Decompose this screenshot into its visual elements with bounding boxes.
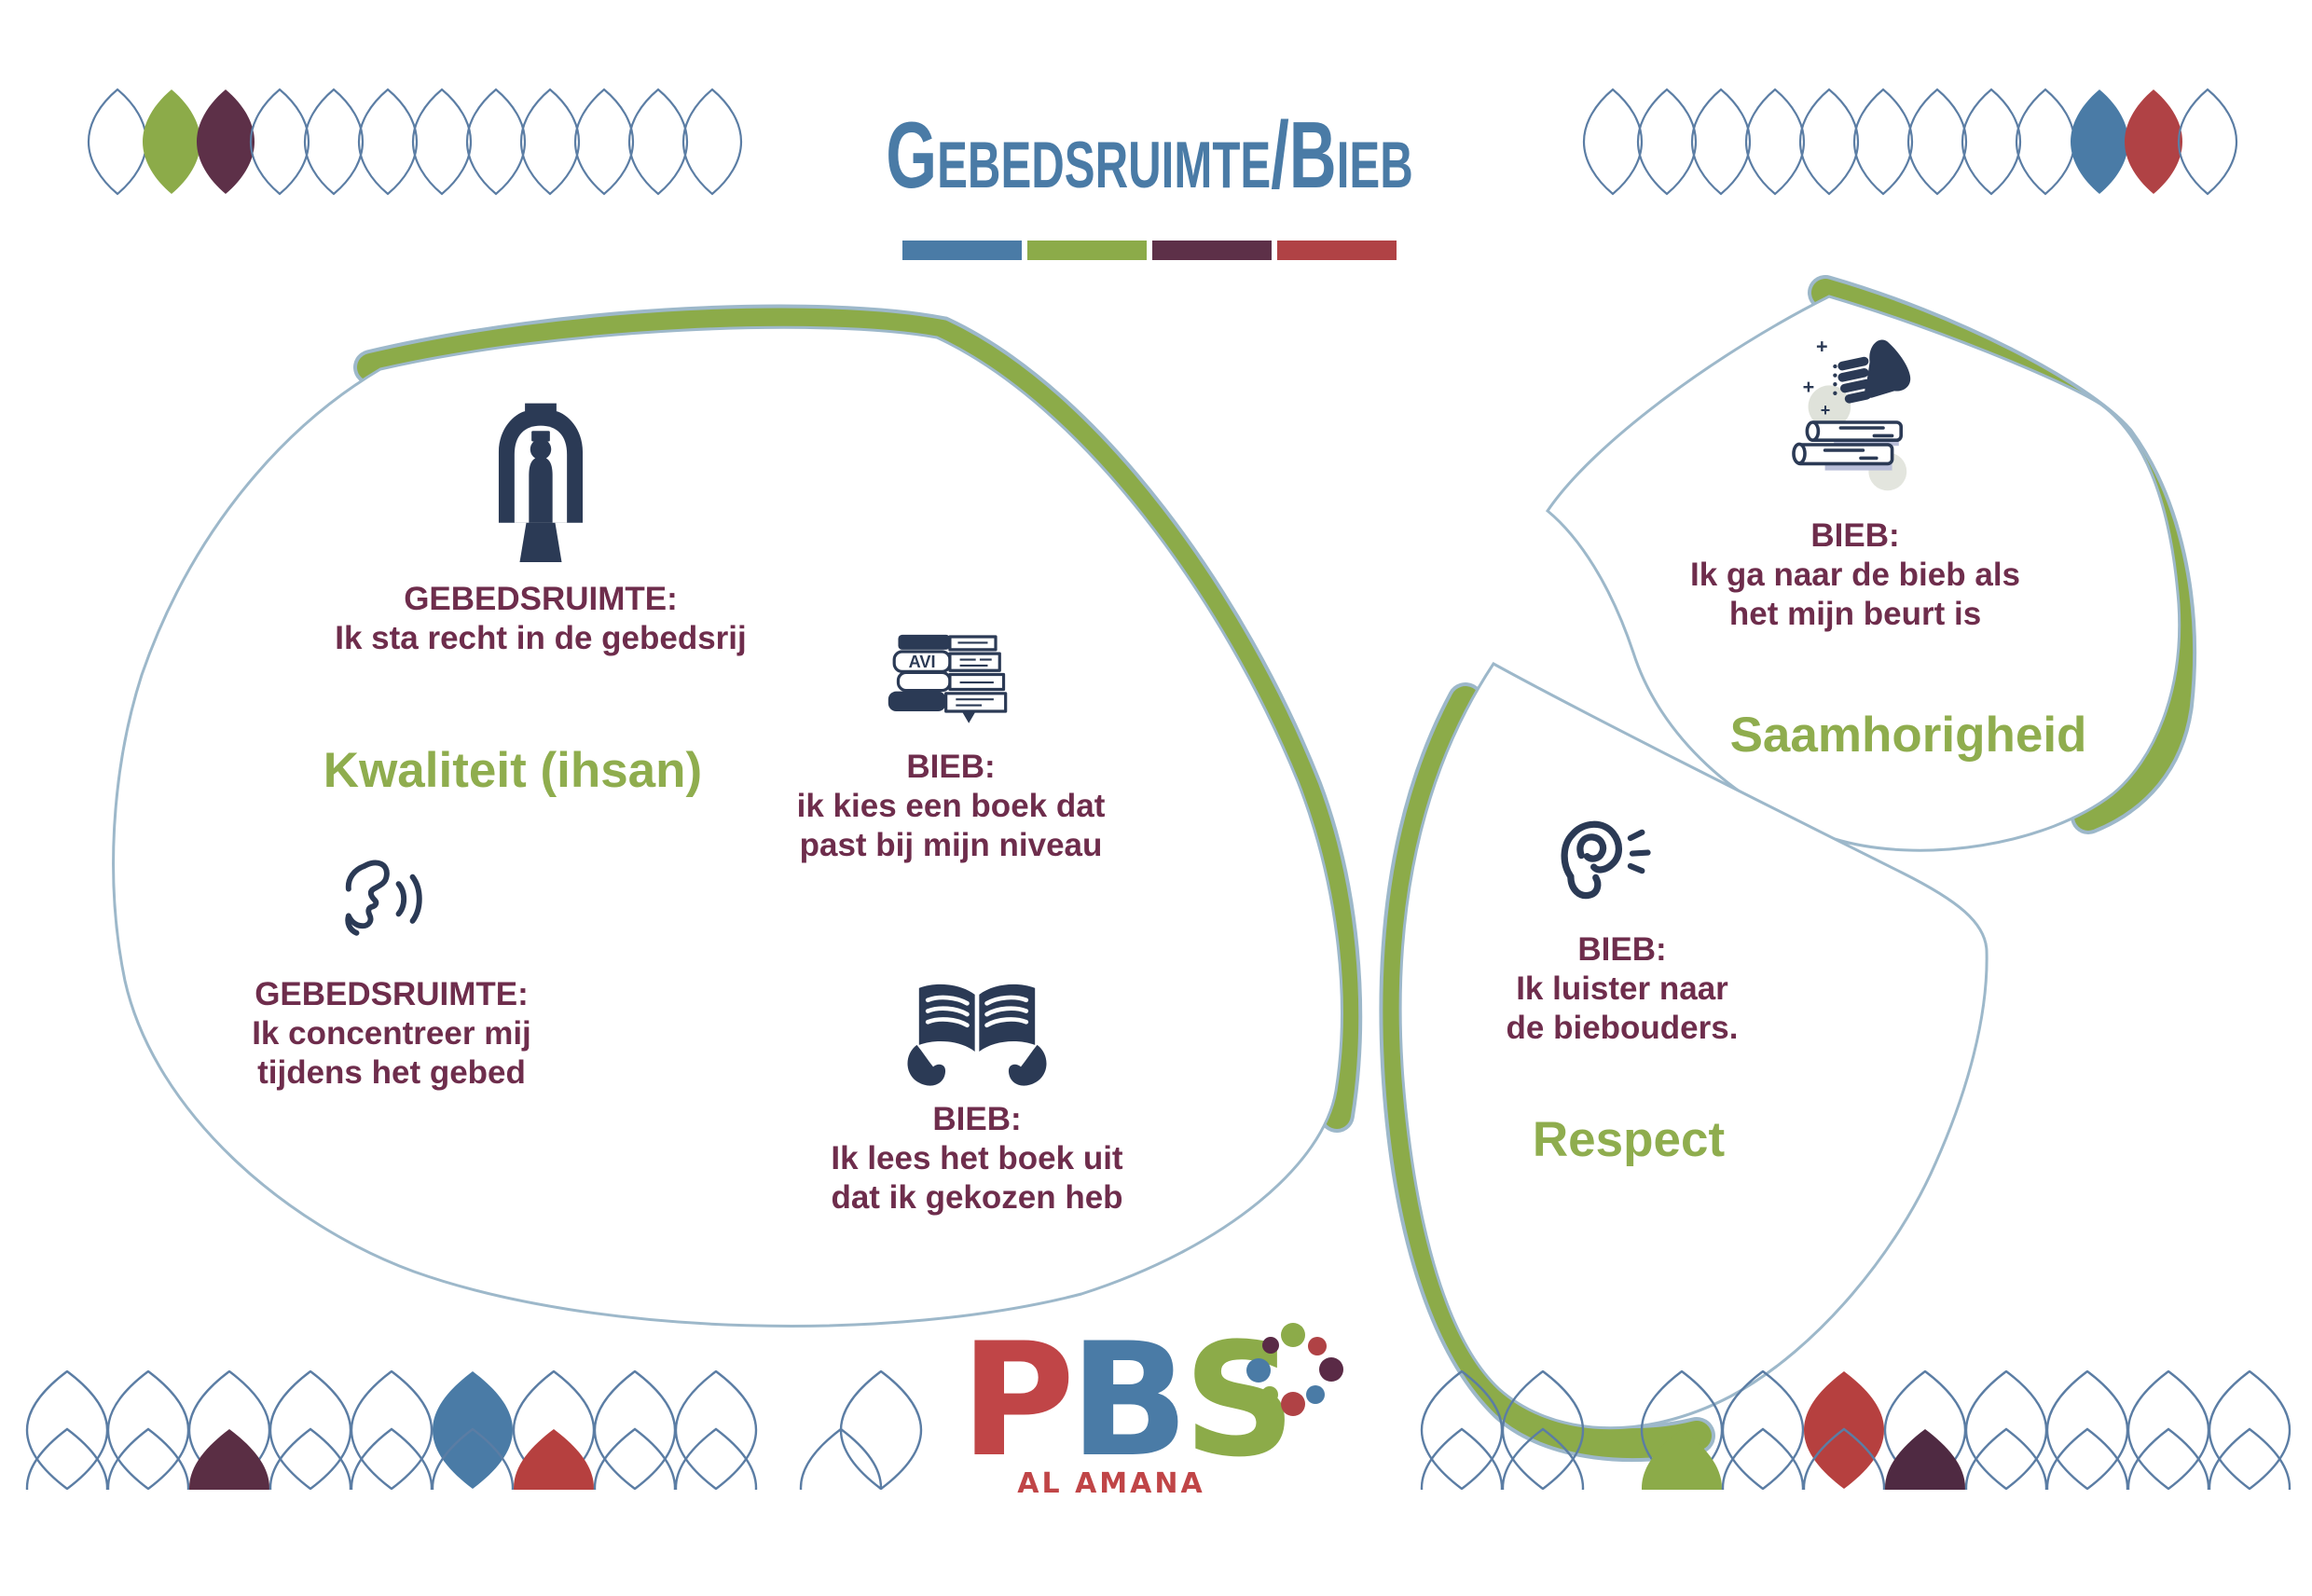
saamhorigheid-blob-outline xyxy=(1545,295,2181,852)
item-line: Ik ga naar de bieb als xyxy=(1689,557,2021,593)
value-label-respect: Respect xyxy=(1532,1112,1726,1167)
pbs-logo-subtitle: AL AMANA xyxy=(1017,1467,1205,1500)
title-underline-bars xyxy=(902,241,1406,260)
item-line: Ik concentreer mij xyxy=(252,1015,531,1052)
avi-books-icon: AVI xyxy=(888,634,1008,723)
item-line: tijdens het gebed xyxy=(257,1054,526,1091)
kwaliteit-band xyxy=(357,308,1359,1129)
item-heading: GEBEDSRUIMTE: xyxy=(255,976,529,1012)
top-left-diamond-chain xyxy=(87,88,743,196)
underline-bar-red xyxy=(1277,241,1397,260)
top-right-diamond-chain xyxy=(1582,88,2238,196)
open-book-hands-icon xyxy=(907,984,1047,1086)
item-line: past bij mijn niveau xyxy=(799,827,1103,863)
svg-text:+: + xyxy=(1821,401,1831,420)
page-title: Gebedsruimte/Bieb xyxy=(886,103,1413,209)
avi-spine-label: AVI xyxy=(909,653,936,671)
rule-bieb-luisteren: BIEB: Ik luister naar de biebouders. xyxy=(1361,813,1883,1048)
thumbs-up-books-icon: + + + xyxy=(1792,335,1911,491)
prayer-figure-icon xyxy=(498,403,584,562)
item-line: Ik sta recht in de gebedsrij xyxy=(335,620,747,656)
bottom-left-lattice-border xyxy=(25,1370,923,1490)
pbs-letter-b: B xyxy=(1069,1309,1189,1492)
bottom-right-lattice-border xyxy=(1420,1370,2291,1490)
value-label-kwaliteit: Kwaliteit (ihsan) xyxy=(323,743,703,798)
underline-bar-blue xyxy=(902,241,1022,260)
item-line: dat ik gekozen heb xyxy=(831,1179,1123,1216)
item-line: ik kies een boek dat xyxy=(796,788,1106,824)
ear-icon xyxy=(1561,820,1651,900)
item-line: het mijn beurt is xyxy=(1728,596,1982,632)
rule-bieb-uitlezen: BIEB: Ik lees het boek uit dat ik gekoze… xyxy=(716,977,1238,1218)
respect-blob-outline xyxy=(1398,662,1989,1430)
rule-bieb-beurt: + + + xyxy=(1594,328,2116,634)
item-line: Ik lees het boek uit xyxy=(831,1140,1123,1176)
pbs-letter-p: P xyxy=(960,1309,1075,1492)
value-label-saamhorigheid: Saamhorigheid xyxy=(1729,708,2087,763)
svg-text:+: + xyxy=(1816,335,1828,358)
item-heading: GEBEDSRUIMTE: xyxy=(404,581,678,617)
underline-bar-green xyxy=(1027,241,1147,260)
rule-gebedsruimte-rij: GEBEDSRUIMTE: Ik sta recht in de gebedsr… xyxy=(280,392,802,658)
rule-gebedsruimte-concentratie: GEBEDSRUIMTE: Ik concentreer mij tijdens… xyxy=(131,854,653,1093)
item-heading: BIEB: xyxy=(932,1101,1022,1137)
svg-text:+: + xyxy=(1803,375,1815,398)
item-line: de biebouders. xyxy=(1506,1010,1739,1046)
pbs-logo-dot-ring xyxy=(1246,1323,1343,1416)
underline-bar-maroon xyxy=(1152,241,1272,260)
item-heading: BIEB: xyxy=(906,749,996,785)
rule-bieb-niveau: AVI BIEB: ik kies een boek dat past bij … xyxy=(690,626,1212,865)
respect-band xyxy=(1383,686,1712,1459)
item-heading: BIEB: xyxy=(1577,931,1667,968)
item-heading: BIEB: xyxy=(1810,517,1900,554)
listening-face-icon xyxy=(345,860,422,936)
item-line: Ik luister naar xyxy=(1516,970,1728,1007)
